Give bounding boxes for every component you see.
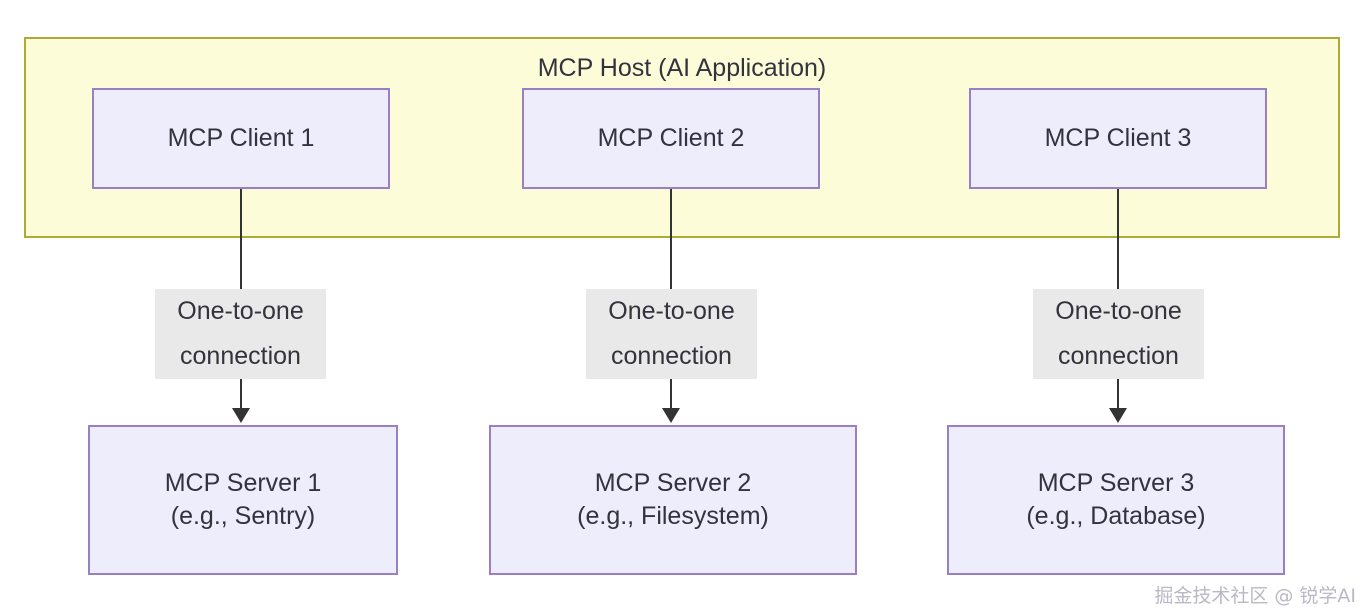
watermark: 掘金技术社区 @ 锐学AI: [1154, 585, 1356, 607]
mcp-server-2-box[interactable]: MCP Server 2 (e.g., Filesystem): [489, 425, 857, 575]
edge-label-2: One-to-one connection: [586, 289, 757, 379]
arrow-head-icon-2: [662, 408, 680, 423]
mcp-client-2-label: MCP Client 2: [597, 124, 745, 152]
edge-label-3: One-to-one connection: [1033, 289, 1204, 379]
arrow-head-icon-1: [232, 408, 250, 423]
mcp-client-1-label: MCP Client 1: [167, 124, 315, 152]
mcp-host-title: MCP Host (AI Application): [537, 54, 827, 82]
mcp-client-1-box[interactable]: MCP Client 1: [92, 88, 390, 189]
mcp-server-3-label: MCP Server 3 (e.g., Database): [1026, 469, 1206, 530]
mcp-client-3-box[interactable]: MCP Client 3: [969, 88, 1267, 189]
arrow-head-icon-3: [1109, 408, 1127, 423]
mcp-client-3-label: MCP Client 3: [1044, 124, 1192, 152]
mcp-client-2-box[interactable]: MCP Client 2: [522, 88, 820, 189]
mcp-server-3-box[interactable]: MCP Server 3 (e.g., Database): [947, 425, 1285, 575]
mcp-server-1-box[interactable]: MCP Server 1 (e.g., Sentry): [88, 425, 398, 575]
edge-label-1: One-to-one connection: [155, 289, 326, 379]
mcp-server-1-label: MCP Server 1 (e.g., Sentry): [164, 469, 322, 530]
mcp-server-2-label: MCP Server 2 (e.g., Filesystem): [577, 469, 769, 530]
